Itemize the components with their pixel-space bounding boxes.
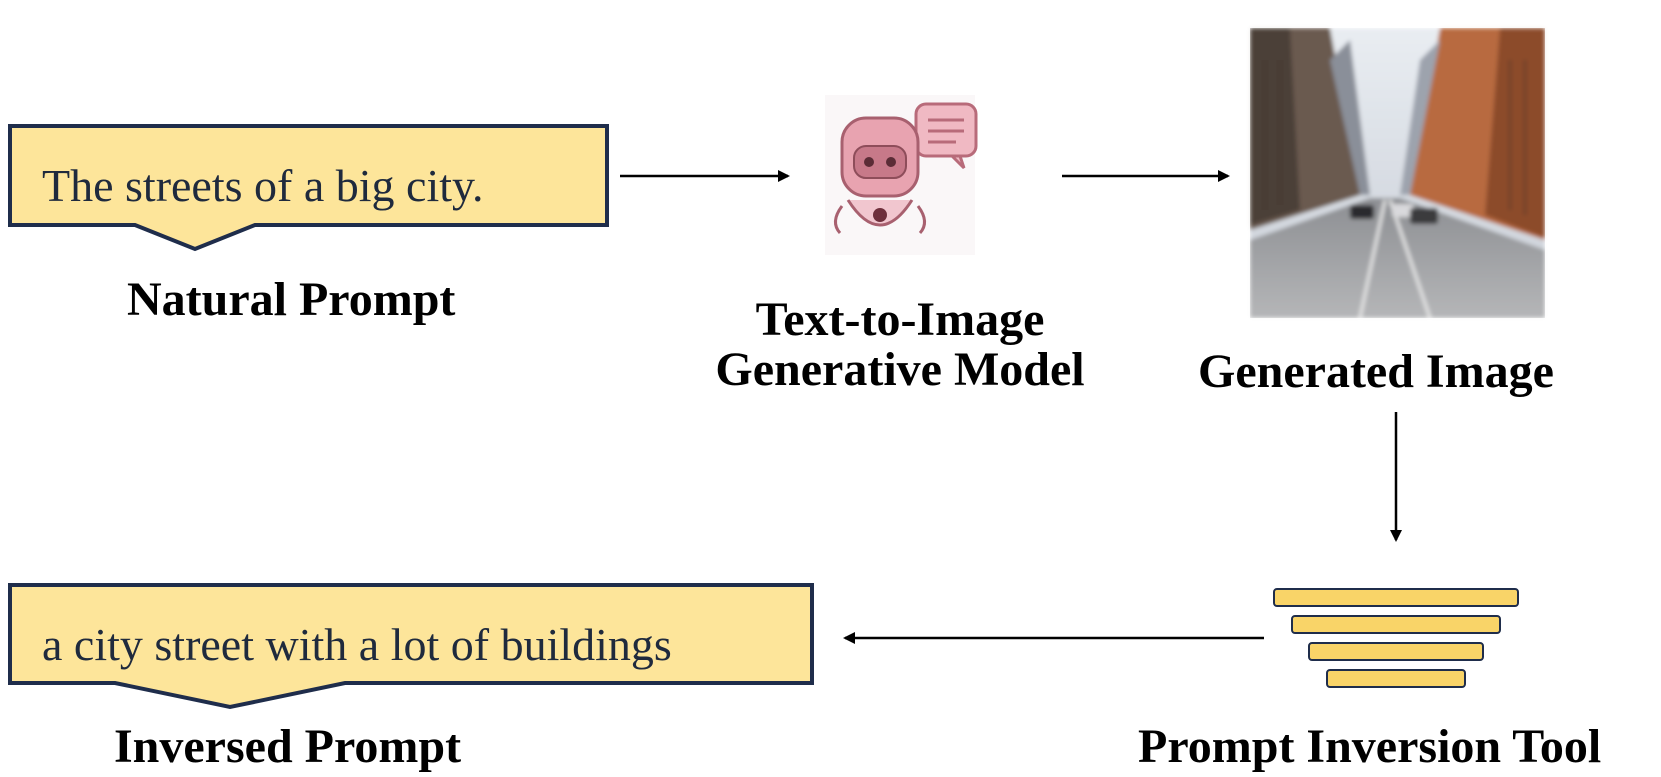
prompt-inversion-tool-label: Prompt Inversion Tool (1138, 720, 1602, 773)
natural-prompt-label: Natural Prompt (127, 273, 456, 326)
natural-prompt-bubble: The streets of a big city. (8, 124, 609, 252)
inversed-prompt-bubble: a city street with a lot of buildings (8, 583, 814, 710)
generated-image-label: Generated Image (1198, 345, 1554, 398)
inversed-prompt-label: Inversed Prompt (114, 720, 462, 773)
inversed-prompt-text: a city street with a lot of buildings (42, 619, 672, 670)
funnel-stack-icon (1273, 588, 1519, 688)
model-label: Text-to-Image Generative Model (690, 295, 1110, 395)
model-label-line1: Text-to-Image (755, 293, 1045, 346)
model-label-line2: Generative Model (715, 343, 1085, 396)
robot-chat-icon (825, 95, 978, 255)
city-street-photo (1250, 28, 1545, 319)
natural-prompt-text: The streets of a big city. (42, 160, 484, 211)
